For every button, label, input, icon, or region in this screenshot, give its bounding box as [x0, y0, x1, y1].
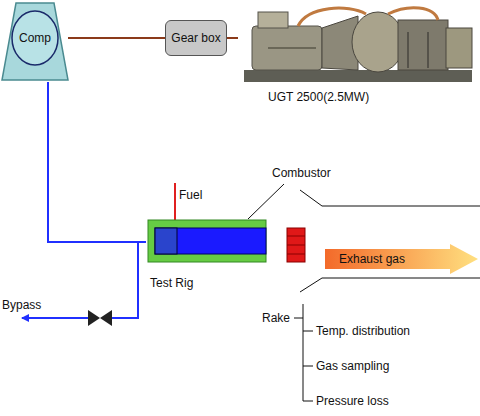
combustor-casing [352, 12, 404, 72]
bypass-arrow [22, 317, 88, 319]
rake-symbol [287, 228, 305, 262]
combustor-liner [155, 228, 266, 254]
turbine-casing [398, 20, 448, 70]
valve-symbol [100, 310, 112, 326]
skid [244, 70, 472, 82]
annotation-label: Rake [262, 311, 290, 325]
pipe-connector [68, 37, 165, 39]
gearbox-box: Gear box [165, 20, 227, 56]
rake-stripe [287, 254, 305, 255]
casing-rib [427, 32, 429, 68]
annotation-label: Temp. distribution [316, 324, 410, 338]
arrow-node: Exhaust gas [325, 244, 478, 274]
duct-line [300, 190, 480, 206]
inlet-duct [258, 12, 288, 28]
node-label: UGT 2500(2.5MW) [268, 90, 478, 104]
bypass-pipe [112, 242, 138, 318]
pipe [298, 8, 366, 26]
casing-rib [268, 47, 316, 49]
bracket-line [294, 318, 303, 319]
pipe-connector [48, 82, 146, 242]
annotation-label: Bypass [2, 298, 41, 312]
bracket-line [303, 401, 313, 402]
duct-line [300, 278, 480, 292]
annotation-label: Pressure loss [316, 394, 389, 408]
pipe-connector [227, 37, 238, 39]
exhaust-casing [446, 28, 472, 68]
node-label: Exhaust gas [339, 252, 478, 266]
node-label: Gear box [171, 31, 220, 45]
valve-symbol [88, 310, 100, 326]
swirler [155, 228, 177, 254]
arrow-body [325, 244, 478, 274]
annotation-label: Gas sampling [316, 359, 389, 373]
node-label: Comp [2, 31, 68, 45]
bracket-line [303, 366, 313, 367]
bracket-line [303, 304, 304, 401]
test-rig [146, 220, 268, 264]
rig-casing [148, 220, 266, 262]
compressor-body [2, 3, 68, 80]
pipe [388, 8, 438, 20]
casing-rib [407, 32, 409, 68]
inlet-casing [252, 26, 322, 70]
annotation-label: Combustor [272, 166, 331, 180]
rig-node: Test Rig [146, 220, 268, 294]
rake-stripe [287, 236, 305, 237]
bracket-line [303, 331, 313, 332]
annotation-label: Fuel [179, 188, 202, 202]
turbine-illustration [238, 2, 478, 88]
comp-node: Comp [2, 2, 68, 82]
node-label: Test Rig [150, 276, 268, 290]
turbine-node: UGT 2500(2.5MW) [238, 2, 478, 108]
leader-line [248, 184, 284, 219]
rake-stripe [287, 245, 305, 246]
